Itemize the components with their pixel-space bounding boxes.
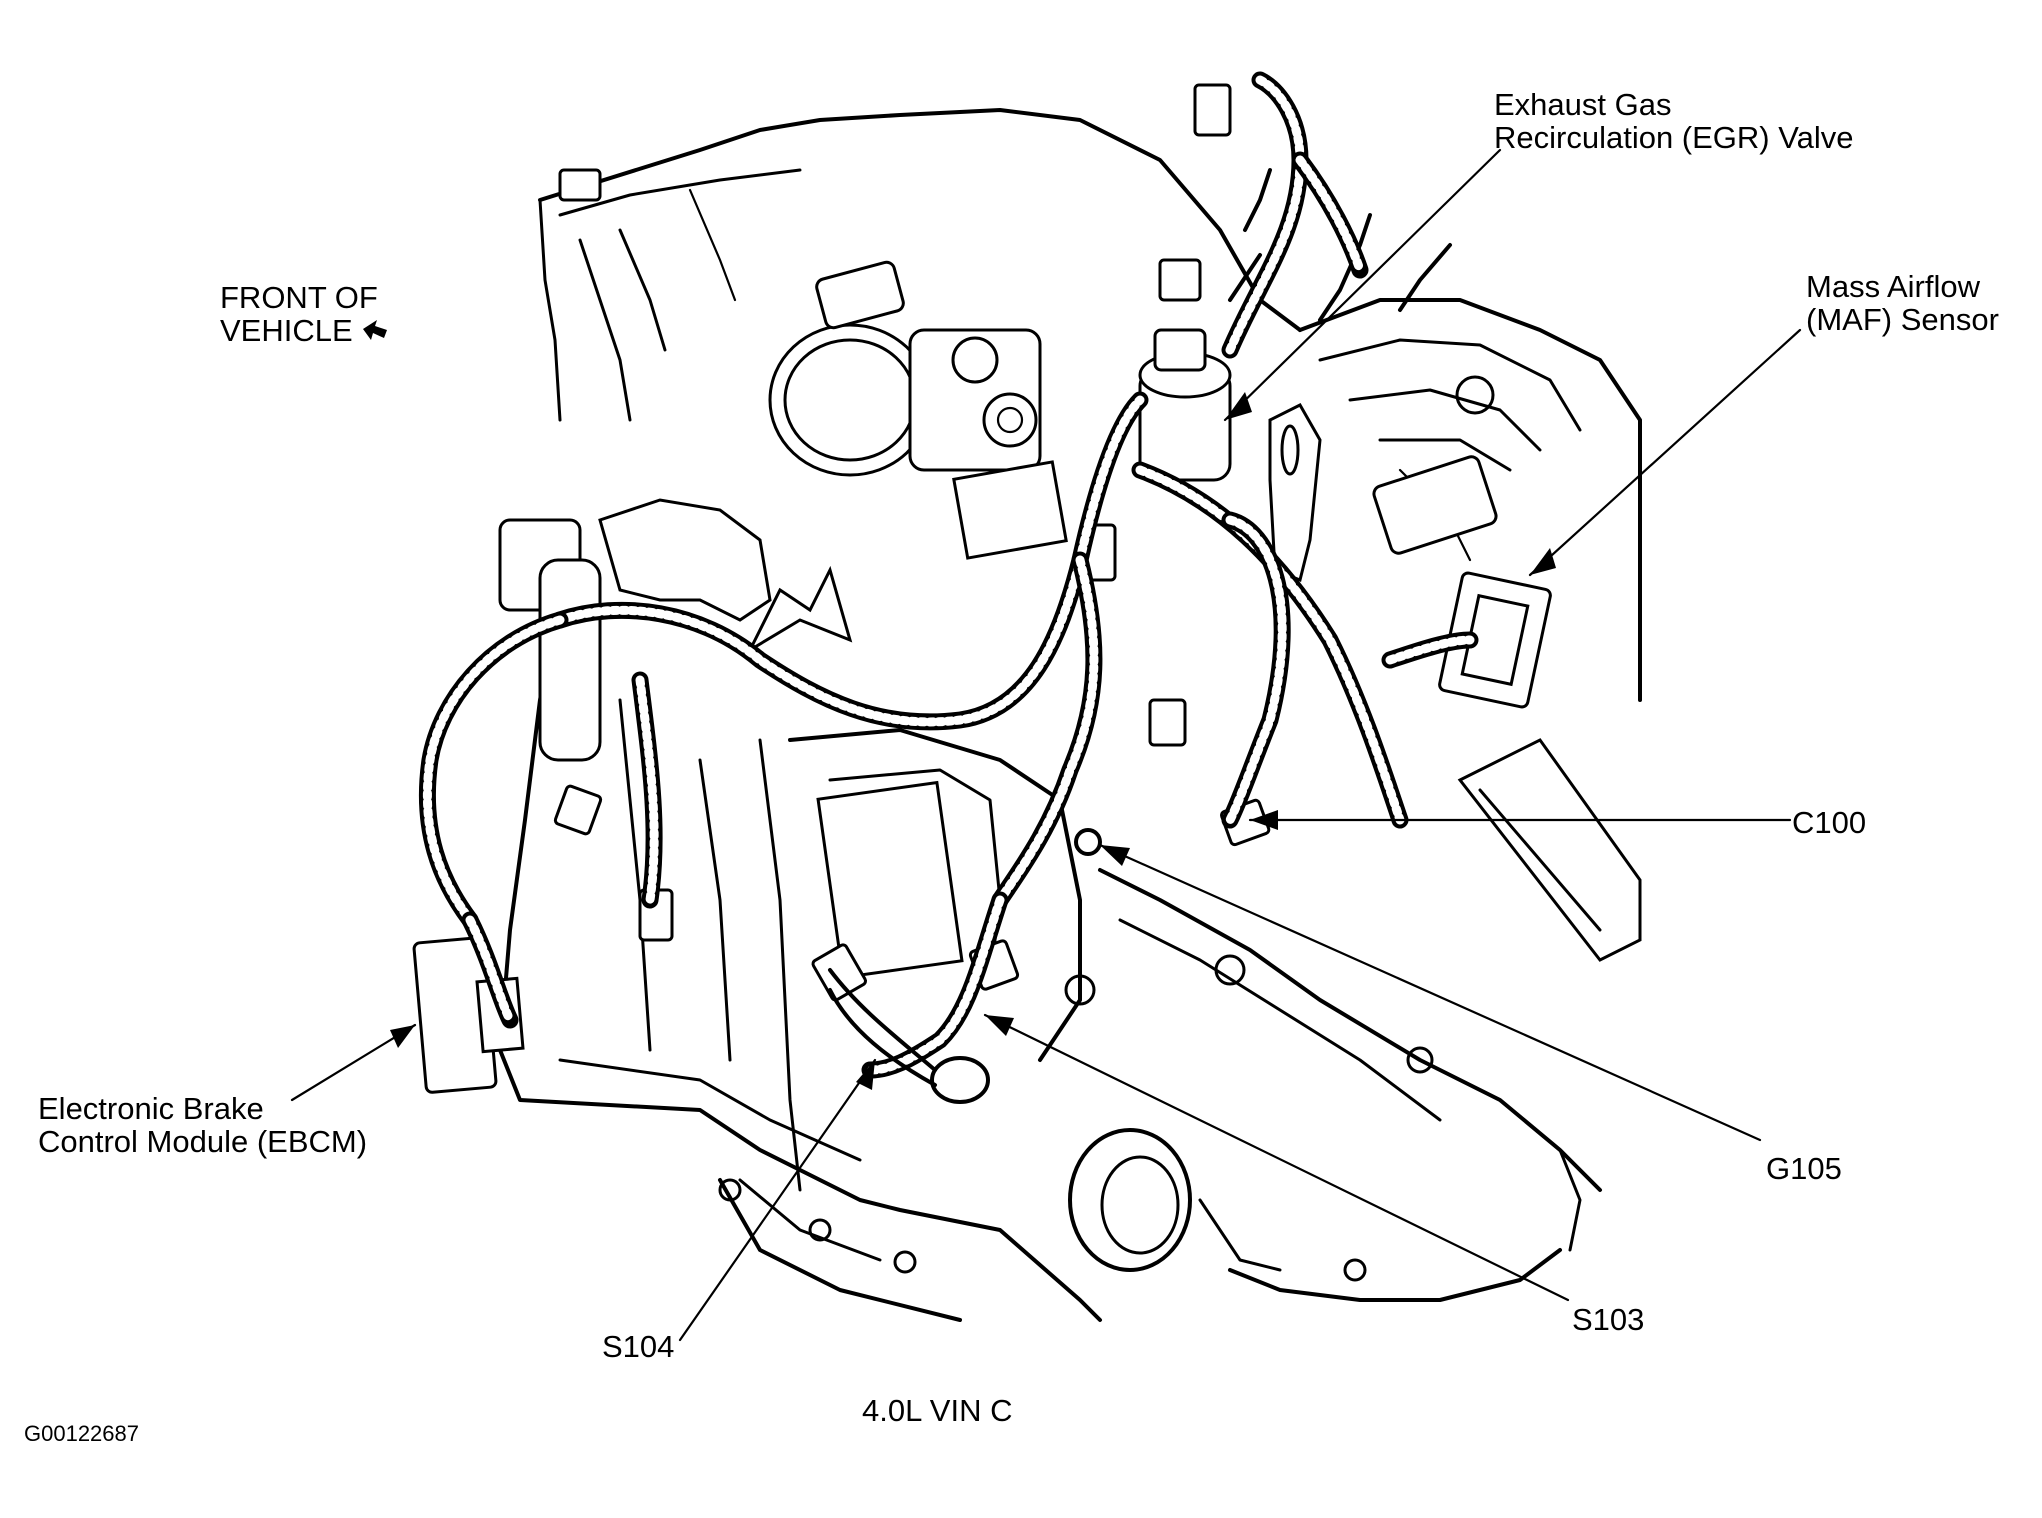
callout-ebcm-line1: Electronic Brake — [38, 1091, 264, 1126]
callout-c100-line1: C100 — [1792, 805, 1867, 840]
arrowhead-s104 — [856, 1060, 875, 1090]
leader-s103 — [983, 1013, 1570, 1302]
arrowhead-g105 — [1100, 845, 1130, 866]
figure-id: G00122687 — [24, 1421, 139, 1446]
callout-maf: Mass Airflow (MAF) Sensor — [1806, 270, 1999, 336]
arrow-left-icon — [362, 319, 387, 340]
figure-caption: 4.0L VIN C — [862, 1393, 1013, 1428]
front-of-vehicle-line1: FRONT OF — [220, 280, 378, 315]
callout-c100: C100 — [1792, 806, 1866, 839]
arrowhead-egr — [1225, 392, 1252, 420]
arrowhead-maf — [1530, 548, 1556, 575]
callout-egr-line2: Recirculation (EGR) Valve — [1494, 120, 1854, 155]
leader-egr — [1223, 148, 1502, 422]
leader-maf — [1528, 328, 1802, 577]
callout-s103-line1: S103 — [1572, 1302, 1645, 1337]
callout-egr: Exhaust Gas Recirculation (EGR) Valve — [1494, 88, 1853, 154]
callout-maf-line2: (MAF) Sensor — [1806, 302, 1999, 337]
callout-egr-line1: Exhaust Gas — [1494, 87, 1672, 122]
callout-s104-line1: S104 — [602, 1329, 675, 1364]
callout-maf-line1: Mass Airflow — [1806, 269, 1980, 304]
wiring-harness — [418, 71, 1479, 1104]
front-of-vehicle-label: FRONT OF VEHICLE — [220, 281, 391, 347]
callout-s104: S104 — [602, 1330, 674, 1363]
arrowhead-s103 — [985, 1015, 1014, 1036]
arrowhead-c100 — [1250, 810, 1278, 830]
callout-ebcm: Electronic Brake Control Module (EBCM) — [38, 1092, 367, 1158]
arrowhead-ebcm — [390, 1025, 415, 1048]
engine-block — [412, 83, 1642, 1322]
front-of-vehicle-line2: VEHICLE — [220, 314, 391, 347]
callout-g105-line1: G105 — [1766, 1151, 1842, 1186]
callout-ebcm-line2: Control Module (EBCM) — [38, 1124, 368, 1159]
callout-s103: S103 — [1572, 1303, 1644, 1336]
leader-lines — [290, 148, 1802, 1342]
leader-g105 — [1098, 843, 1762, 1142]
leader-s104 — [678, 1058, 877, 1342]
callout-g105: G105 — [1766, 1152, 1842, 1185]
